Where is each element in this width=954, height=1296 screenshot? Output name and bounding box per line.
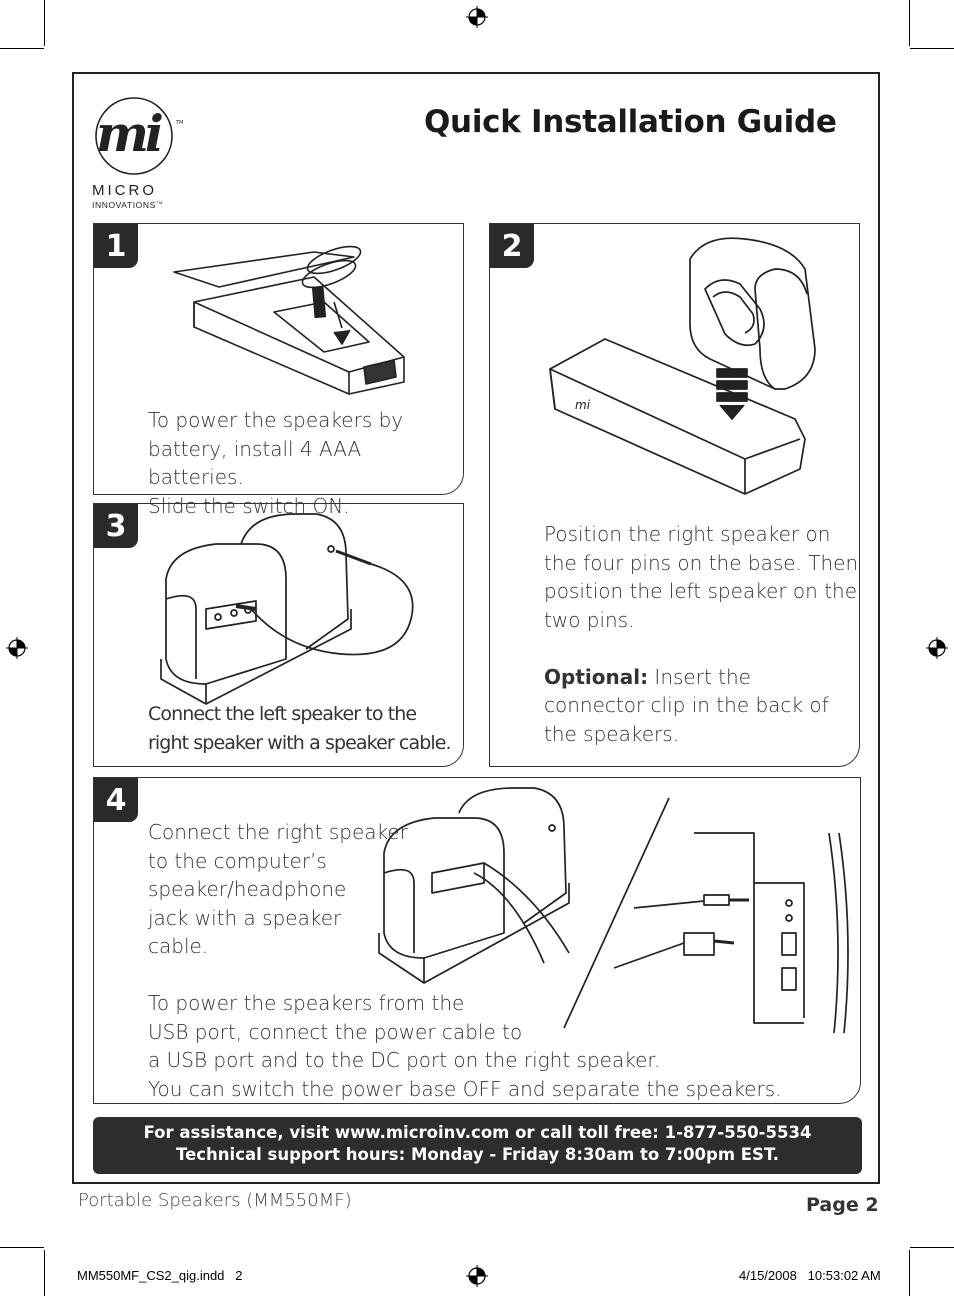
crop-mark [44,0,45,46]
slug-timestamp: 4/15/2008 10:53:02 AM [739,1268,881,1283]
step-3-line: right speaker with a speaker cable. [148,731,452,754]
step-1-text: To power the speakers by battery, instal… [148,406,463,520]
step-4-line: to the computer’s [148,848,327,873]
product-name: Portable Speakers (MM550MF) [78,1190,352,1211]
crop-mark [0,48,44,49]
step-2-line: position the left speaker on the [544,579,858,603]
step-2-optional: Optional: Insert the [544,663,858,692]
logo-circle-icon [95,97,173,175]
optional-text: Insert the [654,664,751,689]
crop-mark [909,0,910,46]
step-1-line: To power the speakers by [148,408,404,432]
registration-mark-icon [6,637,28,659]
step-4-line: To power the speakers from the [148,991,465,1015]
logo-line2: INNOVATIONSTM [92,200,163,210]
assistance-line: For assistance, visit www.microinv.com o… [143,1123,812,1142]
step-4-line: USB port, connect the power cable to [148,1019,523,1044]
step-2-line: connector clip in the back of [544,693,829,717]
crop-mark [910,1247,954,1248]
step-4-line: speaker/headphone [148,877,347,901]
logo-line2-text: INNOVATIONS [92,200,156,210]
step-1-line: battery, install 4 AAA batteries. [148,436,362,490]
logo-line2-tm: TM [155,200,163,205]
step-4-line: jack with a speaker [148,905,342,930]
spacer [544,634,858,663]
step-2-line: two pins. [544,607,635,632]
step-4-line: a USB port and to the DC port on the rig… [148,1048,661,1072]
step-2-text: Position the right speaker on the four p… [544,520,858,748]
page-title: Quick Installation Guide [424,104,837,140]
battery-base-illustration-icon [173,245,405,395]
step-2-line: the speakers. [544,721,680,746]
step-number-1: 1 [94,224,138,268]
step-2-line: the four pins on the base. Then [544,550,859,575]
speaker-cable-illustration-icon [160,513,414,705]
logo-mark: mi [96,104,164,163]
registration-mark-icon [926,637,948,659]
slug-filename: MM550MF_CS2_qig.indd 2 [77,1268,243,1283]
step-number-2: 2 [490,224,534,268]
step-4-line: Connect the right speaker [148,820,408,844]
registration-mark-icon [466,1265,488,1287]
crop-mark [910,48,954,49]
step-number-3: 3 [94,504,138,548]
step-4-text: Connect the right speaker to the compute… [148,818,782,1103]
registration-mark-icon [466,6,488,28]
step-panel-2: 2 mi Position the right speaker on the f… [489,223,860,767]
spacer [148,961,782,990]
computer-connection-illustration-icon [378,787,849,1034]
page-number: Page 2 [806,1194,879,1216]
brand-logo: mi TM MICRO INNOVATIONSTM [90,96,190,216]
step-number-4: 4 [94,778,138,822]
svg-text:mi: mi [575,398,591,412]
step-panel-4: 4 Connect the ri [93,777,861,1104]
step-4-line: You can switch the power base OFF and se… [148,1076,782,1101]
logo-tm: TM [176,120,184,126]
logo-line1: MICRO [92,182,157,199]
crop-mark [44,1250,45,1296]
assistance-line: Technical support hours: Monday - Friday… [176,1145,779,1164]
step-4-line: cable. [148,934,209,958]
step-3-line: Connect the left speaker to the [148,703,417,725]
crop-mark [909,1250,910,1296]
step-panel-1: 1 To power the speakers by battery, inst… [93,223,464,518]
step-2-line: Position the right speaker on [544,522,831,546]
optional-label: Optional: [544,664,649,689]
assistance-bar: For assistance, visit www.microinv.com o… [93,1117,862,1174]
step-panel-3: 3 Connect the left speaker to the right … [93,503,464,767]
step-3-text: Connect the left speaker to the right sp… [148,700,452,757]
page-frame [72,72,880,1184]
crop-mark [0,1247,44,1248]
speaker-pins-illustration-icon: mi [549,237,816,495]
